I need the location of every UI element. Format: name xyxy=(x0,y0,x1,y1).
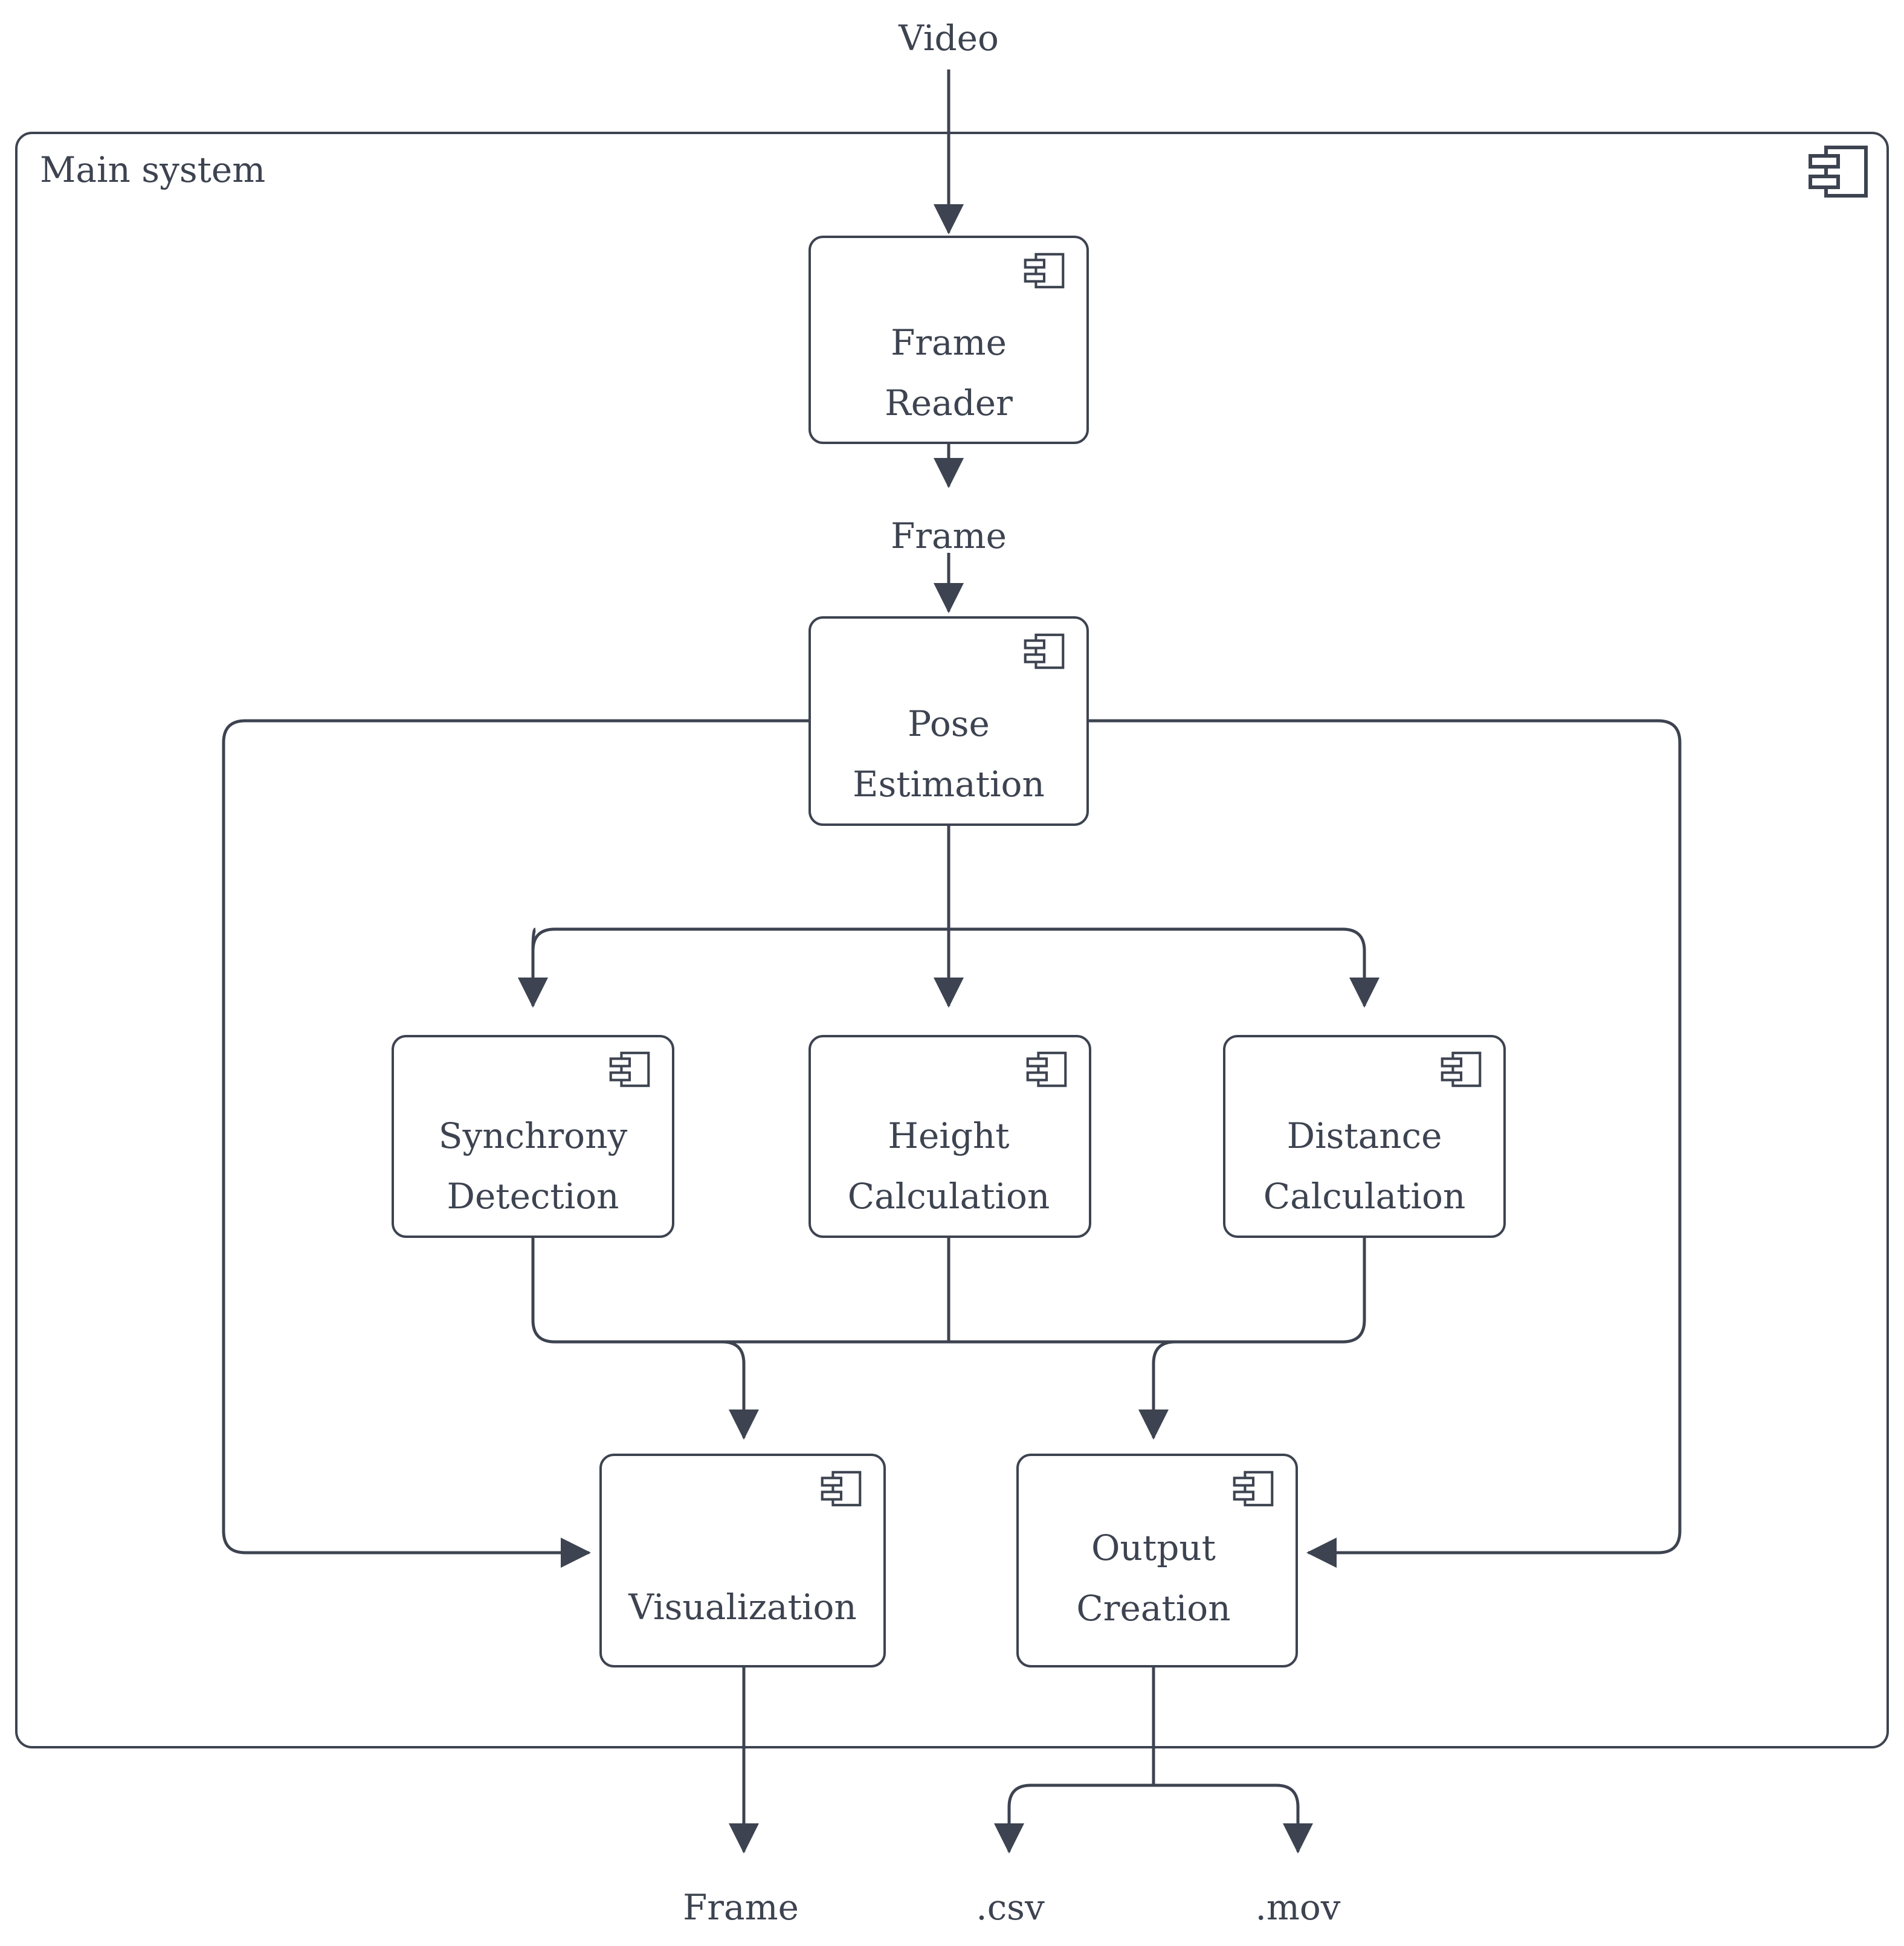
component-label-line2: Detection xyxy=(447,1176,619,1217)
component-label-line1: Synchrony xyxy=(439,1115,628,1156)
main-system-container: Main system xyxy=(15,132,1889,1748)
component-distance-calculation[interactable]: Distance Calculation xyxy=(1223,1035,1506,1238)
flow-pose-to-visualization-bypass xyxy=(222,719,813,1568)
component-label-line1: Visualization xyxy=(628,1587,856,1628)
flow-pose-fanout-bus xyxy=(518,825,1380,1008)
component-frame-reader[interactable]: Frame Reader xyxy=(808,236,1089,444)
flow-output-creation-to-files xyxy=(994,1666,1313,1854)
label-frame-between: Frame xyxy=(891,515,1007,556)
flow-bus-to-output-creation xyxy=(1138,1340,1176,1440)
flow-pose-to-output-creation-bypass xyxy=(1088,719,1682,1568)
label-video-input: Video xyxy=(898,18,999,59)
component-label-line2: Reader xyxy=(885,382,1013,424)
component-synchrony-detection[interactable]: Synchrony Detection xyxy=(392,1035,674,1238)
component-pose-estimation[interactable]: Pose Estimation xyxy=(808,616,1089,826)
component-label-line2: Creation xyxy=(1076,1588,1230,1629)
component-label-line1: Output xyxy=(1091,1527,1216,1568)
component-output-creation[interactable]: Output Creation xyxy=(1016,1454,1298,1667)
label-csv-output: .csv xyxy=(976,1887,1045,1928)
flow-bus-to-visualization xyxy=(721,1340,759,1440)
main-system-label: Main system xyxy=(40,149,265,190)
component-label-line1: Frame xyxy=(891,322,1007,363)
component-label-line1: Pose xyxy=(908,703,990,744)
component-label-line2: Calculation xyxy=(848,1176,1050,1217)
component-visualization[interactable]: Visualization xyxy=(599,1454,886,1667)
label-frame-output: Frame xyxy=(683,1887,799,1928)
flow-calcs-merge-bus xyxy=(531,1232,1366,1344)
component-label-line1: Height xyxy=(888,1115,1009,1156)
label-mov-output: .mov xyxy=(1255,1887,1340,1928)
component-label-line2: Estimation xyxy=(853,764,1045,805)
component-icon xyxy=(1810,147,1866,196)
component-height-calculation[interactable]: Height Calculation xyxy=(808,1035,1091,1238)
component-label-line1: Distance xyxy=(1287,1115,1442,1156)
component-label-line2: Calculation xyxy=(1263,1176,1466,1217)
